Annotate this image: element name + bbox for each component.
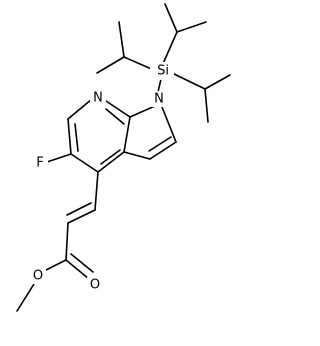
molecule-diagram: Si N N F O O — [16, 3, 231, 312]
bond — [148, 136, 172, 152]
bond — [105, 108, 125, 125]
bond — [94, 171, 99, 211]
bond — [204, 74, 231, 90]
bond — [74, 123, 79, 152]
bond — [123, 151, 151, 160]
structure-canvas: Si N N F O O — [16, 3, 231, 312]
bond — [46, 153, 72, 163]
ester-oxygen-label: O — [33, 269, 43, 284]
bond — [96, 56, 125, 74]
bond — [149, 141, 177, 160]
bond — [118, 21, 125, 58]
pyrrolopyridine-core — [46, 98, 177, 173]
bond — [129, 105, 156, 118]
bond — [67, 98, 93, 120]
bond — [67, 209, 96, 224]
bond — [65, 222, 69, 261]
bond — [204, 88, 209, 123]
bond — [102, 98, 131, 118]
bond — [66, 202, 92, 216]
bond — [70, 253, 94, 273]
bond — [176, 21, 207, 33]
acrylate-chain — [16, 171, 99, 312]
bond — [100, 149, 121, 165]
bond — [123, 116, 131, 153]
bond — [161, 106, 177, 143]
bond — [161, 31, 178, 67]
bond — [171, 72, 206, 90]
bond — [70, 153, 99, 173]
bond — [97, 151, 125, 173]
atom-labels: Si N N F O O — [30, 62, 174, 293]
bond — [164, 3, 178, 33]
bond — [16, 283, 35, 312]
bond — [67, 118, 72, 155]
pyrrole-nitrogen-label: N — [154, 92, 164, 107]
bond — [65, 259, 90, 280]
bond — [157, 78, 162, 93]
silicon-label: Si — [157, 64, 169, 79]
pyridine-nitrogen-label: N — [93, 91, 103, 106]
fluorine-label: F — [36, 156, 43, 171]
carbonyl-oxygen-label: O — [90, 278, 100, 293]
